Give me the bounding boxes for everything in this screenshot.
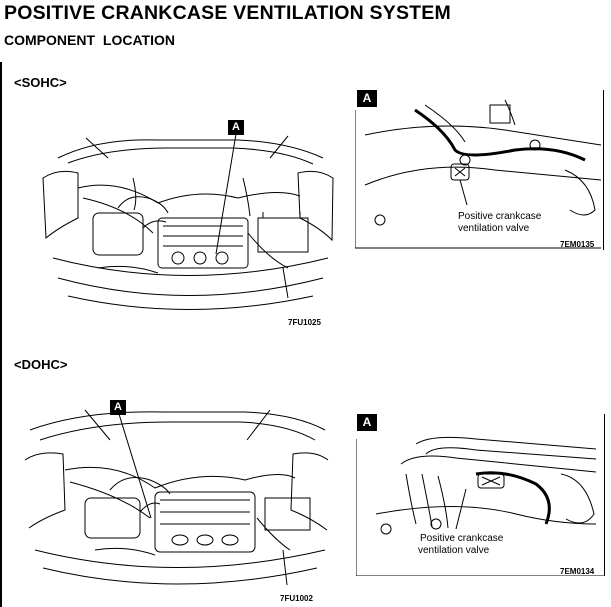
page-subtitle: COMPONENT LOCATION xyxy=(4,32,175,48)
dohc-valve-caption-line2: ventilation valve xyxy=(418,545,490,556)
dohc-engine-figure-code: 7FU1002 xyxy=(280,594,313,603)
sohc-engine-illustration xyxy=(38,118,338,338)
dohc-section-label: <DOHC> xyxy=(14,357,68,372)
sohc-callout-leader xyxy=(215,134,237,255)
sohc-detail-badge: A xyxy=(357,90,377,107)
dohc-detail-badge: A xyxy=(357,414,377,431)
sohc-callout-marker: A xyxy=(228,120,244,135)
sohc-engine-figure-code: 7FU1025 xyxy=(288,318,321,327)
sohc-section-label: <SOHC> xyxy=(14,75,67,90)
sohc-valve-caption-line2: ventilation valve xyxy=(458,223,530,234)
margin-rule xyxy=(0,62,2,607)
page-title: POSITIVE CRANKCASE VENTILATION SYSTEM xyxy=(4,2,451,24)
sohc-detail-figure-code: 7EM0135 xyxy=(560,240,595,249)
dohc-callout-marker: A xyxy=(110,400,126,415)
sohc-detail-frame xyxy=(355,90,604,250)
dohc-detail-frame xyxy=(356,414,605,576)
dohc-valve-caption-line1: Positive crankcase xyxy=(420,533,504,544)
dohc-detail-figure-code: 7EM0134 xyxy=(560,567,595,576)
sohc-valve-caption-line1: Positive crankcase xyxy=(458,211,542,222)
dohc-callout-leader xyxy=(118,414,152,519)
dohc-engine-illustration xyxy=(25,400,330,600)
